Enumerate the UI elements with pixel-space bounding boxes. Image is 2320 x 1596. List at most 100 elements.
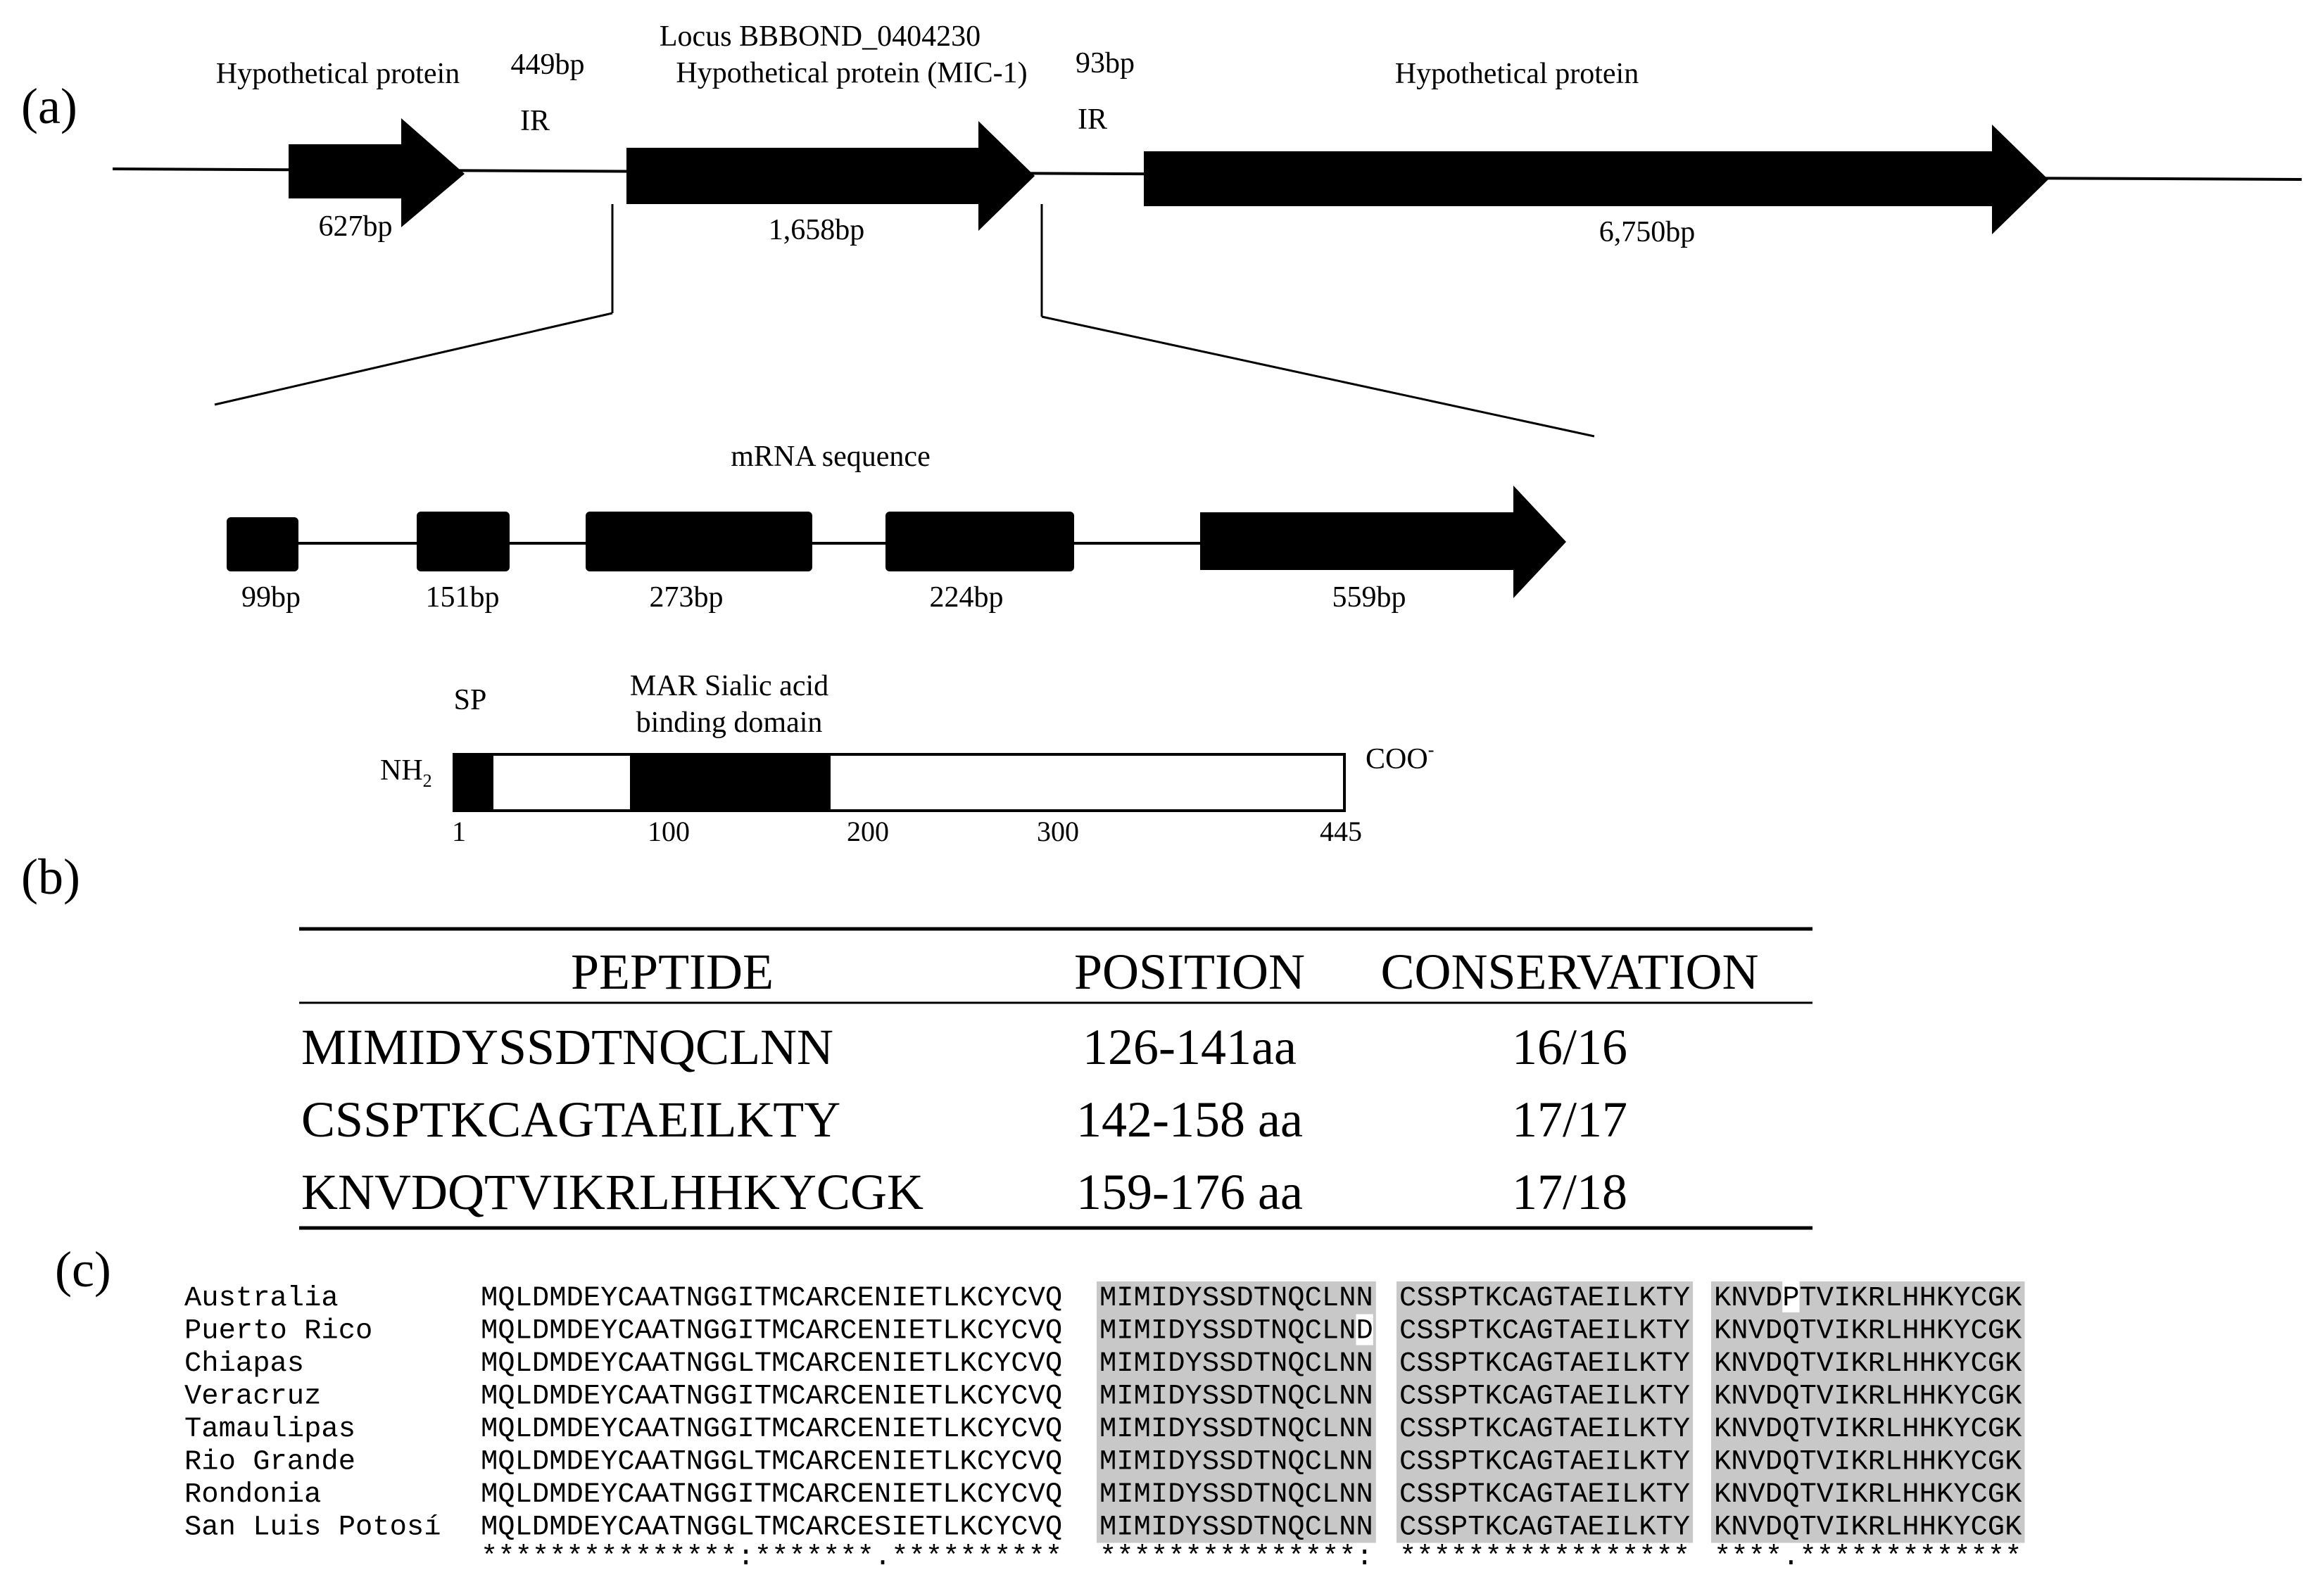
alignment-name: Rio Grande (184, 1447, 355, 1478)
ir-2-size: 93bp (1076, 47, 1135, 80)
alignment-seq-peptide-3: KNVDQTVIKRLHHKYCGK (1714, 1348, 2022, 1380)
mrna-structure: mRNA sequence 99bp 151bp 273bp 224bp 559… (227, 441, 1566, 614)
alignment-seq-peptide-3: KNVDQTVIKRLHHKYCGK (1714, 1414, 2022, 1445)
consensus-peptide-1: ***************: (1099, 1542, 1373, 1573)
tick-100: 100 (648, 816, 690, 847)
domain-label-line2: binding domain (636, 707, 823, 739)
alignment-seq-peptide-2: CSSPTKCAGTAEILKTY (1399, 1512, 1690, 1544)
mrna-title: mRNA sequence (731, 441, 930, 473)
alignment-seq-peptide-3: KNVDQTVIKRLHHKYCGK (1714, 1512, 2022, 1544)
table-row-2-position: 142-158 aa (1076, 1091, 1303, 1148)
alignment-seq-peptide-2: CSSPTKCAGTAEILKTY (1399, 1447, 1690, 1478)
tick-1: 1 (452, 816, 466, 847)
domain-label-line1: MAR Sialic acid (630, 670, 828, 702)
alignment-seq-prefix: MQLDMDEYCAATNGGITMCARCENIETLKCYCVQ (481, 1316, 1062, 1348)
table-row-1-position: 126-141aa (1083, 1019, 1297, 1075)
table-row-3-peptide: KNVDQTVIKRLHHKYCGK (301, 1164, 923, 1220)
consensus-prefix: ***************:*******.********** (481, 1542, 1062, 1573)
alignment-seq-peptide-1: MIMIDYSSDTNQCLNN (1099, 1447, 1373, 1478)
exon-2-size: 151bp (426, 581, 500, 614)
gene-3-title: Hypothetical protein (1395, 58, 1639, 90)
panel-label-c: (c) (55, 1241, 111, 1298)
table-header-peptide: PEPTIDE (571, 944, 774, 1000)
alignment-seq-peptide-1: MIMIDYSSDTNQCLNN (1099, 1348, 1373, 1380)
tick-300: 300 (1037, 816, 1079, 847)
mismatch-cell (1782, 1281, 1800, 1312)
protein-domain-map: SP MAR Sialic acid binding domain NH2 CO… (380, 670, 1434, 847)
alignment-seq-peptide-1: MIMIDYSSDTNQCLNN (1099, 1512, 1373, 1544)
coo-label: COO- (1366, 740, 1434, 775)
alignment-seq-peptide-3: KNVDPTVIKRLHHKYCGK (1714, 1283, 2022, 1315)
table-header-position: POSITION (1074, 944, 1305, 1000)
alignment-seq-peptide-3: KNVDQTVIKRLHHKYCGK (1714, 1316, 2022, 1348)
exon-4 (885, 512, 1074, 571)
alignment-seq-prefix: MQLDMDEYCAATNGGLTMCARCESIETLKCYCVQ (481, 1512, 1062, 1544)
peptide-table: PEPTIDE POSITION CONSERVATION MIMIDYSSDT… (299, 927, 1812, 1230)
tick-200: 200 (847, 816, 889, 847)
gene-map: Hypothetical protein 627bp 449bp IR Locu… (112, 20, 2302, 438)
exon-3 (586, 512, 812, 571)
ir-2-label: IR (1078, 103, 1107, 136)
alignment-seq-prefix: MQLDMDEYCAATNGGITMCARCENIETLKCYCVQ (481, 1381, 1062, 1413)
gene-arrow-3 (1144, 125, 2048, 234)
alignment-seq-peptide-2: CSSPTKCAGTAEILKTY (1399, 1414, 1690, 1445)
exon-3-size: 273bp (650, 581, 724, 614)
table-header-conservation: CONSERVATION (1381, 944, 1759, 1000)
alignment-seq-peptide-1: MIMIDYSSDTNQCLNN (1099, 1414, 1373, 1445)
gene-1-size: 627bp (319, 210, 393, 243)
gene-arrow-2 (626, 121, 1035, 231)
exon-2 (417, 512, 510, 571)
alignment-seq-peptide-3: KNVDQTVIKRLHHKYCGK (1714, 1447, 2022, 1478)
peptide-highlight-1 (1097, 1281, 1376, 1543)
alignment-name: Puerto Rico (184, 1316, 372, 1348)
alignment-seq-peptide-1: MIMIDYSSDTNQCLNN (1099, 1479, 1373, 1511)
alignment-seq-prefix: MQLDMDEYCAATNGGLTMCARCENIETLKCYCVQ (481, 1447, 1062, 1478)
alignment-seq-peptide-3: KNVDQTVIKRLHHKYCGK (1714, 1479, 2022, 1511)
exon-1 (227, 517, 298, 571)
gene-arrow-1 (289, 118, 465, 227)
exon-4-size: 224bp (930, 581, 1004, 614)
gene-2-size: 1,658bp (769, 214, 865, 246)
table-row-1-conservation: 16/16 (1512, 1019, 1627, 1075)
mar-domain (630, 754, 831, 811)
alignment-seq-peptide-1: MIMIDYSSDTNQCLND (1099, 1316, 1373, 1348)
exon-5-arrow (1200, 486, 1566, 598)
nh2-label: NH2 (380, 754, 432, 791)
peptide-highlight-3 (1711, 1281, 2025, 1543)
panel-label-b: (b) (21, 849, 80, 905)
alignment-name: Tamaulipas (184, 1414, 355, 1445)
alignment-seq-peptide-1: MIMIDYSSDTNQCLNN (1099, 1283, 1373, 1315)
alignment-seq-peptide-2: CSSPTKCAGTAEILKTY (1399, 1479, 1690, 1511)
zoom-line-right-diagonal (1041, 315, 1595, 438)
alignment-seq-prefix: MQLDMDEYCAATNGGITMCARCENIETLKCYCVQ (481, 1479, 1062, 1511)
alignment-name: Veracruz (184, 1381, 321, 1413)
signal-peptide (454, 754, 493, 811)
alignment-seq-peptide-3: KNVDQTVIKRLHHKYCGK (1714, 1381, 2022, 1413)
exon-5-size: 559bp (1332, 581, 1406, 614)
alignment-seq-prefix: MQLDMDEYCAATNGGLTMCARCENIETLKCYCVQ (481, 1348, 1062, 1380)
table-row-3-position: 159-176 aa (1076, 1164, 1303, 1220)
alignment-seq-prefix: MQLDMDEYCAATNGGITMCARCENIETLKCYCVQ (481, 1414, 1062, 1445)
consensus-peptide-2: ***************** (1399, 1542, 1690, 1573)
zoom-line-left-diagonal (214, 312, 613, 406)
exon-1-size: 99bp (241, 581, 301, 614)
alignment-seq-prefix: MQLDMDEYCAATNGGITMCARCENIETLKCYCVQ (481, 1283, 1062, 1315)
gene-2-title: Hypothetical protein (MIC-1) (676, 57, 1027, 89)
table-row-1-peptide: MIMIDYSSDTNQCLNN (301, 1019, 833, 1075)
alignment-name: Australia (184, 1283, 339, 1315)
alignment-seq-peptide-2: CSSPTKCAGTAEILKTY (1399, 1348, 1690, 1380)
alignment-seq-peptide-2: CSSPTKCAGTAEILKTY (1399, 1316, 1690, 1348)
sp-label: SP (454, 684, 487, 716)
ir-1-size: 449bp (511, 49, 585, 81)
gene-1-title: Hypothetical protein (216, 58, 460, 90)
alignment-seq-peptide-2: CSSPTKCAGTAEILKTY (1399, 1381, 1690, 1413)
table-row-2-conservation: 17/17 (1512, 1091, 1627, 1148)
peptide-highlight-2 (1397, 1281, 1694, 1543)
alignment-seq-peptide-2: CSSPTKCAGTAEILKTY (1399, 1283, 1690, 1315)
alignment-seq-peptide-1: MIMIDYSSDTNQCLNN (1099, 1381, 1373, 1413)
alignment-name: Chiapas (184, 1348, 304, 1380)
protein-bar (453, 753, 1346, 812)
alignment-name: San Luis Potosí (184, 1512, 441, 1544)
mismatch-cell (1356, 1314, 1373, 1345)
